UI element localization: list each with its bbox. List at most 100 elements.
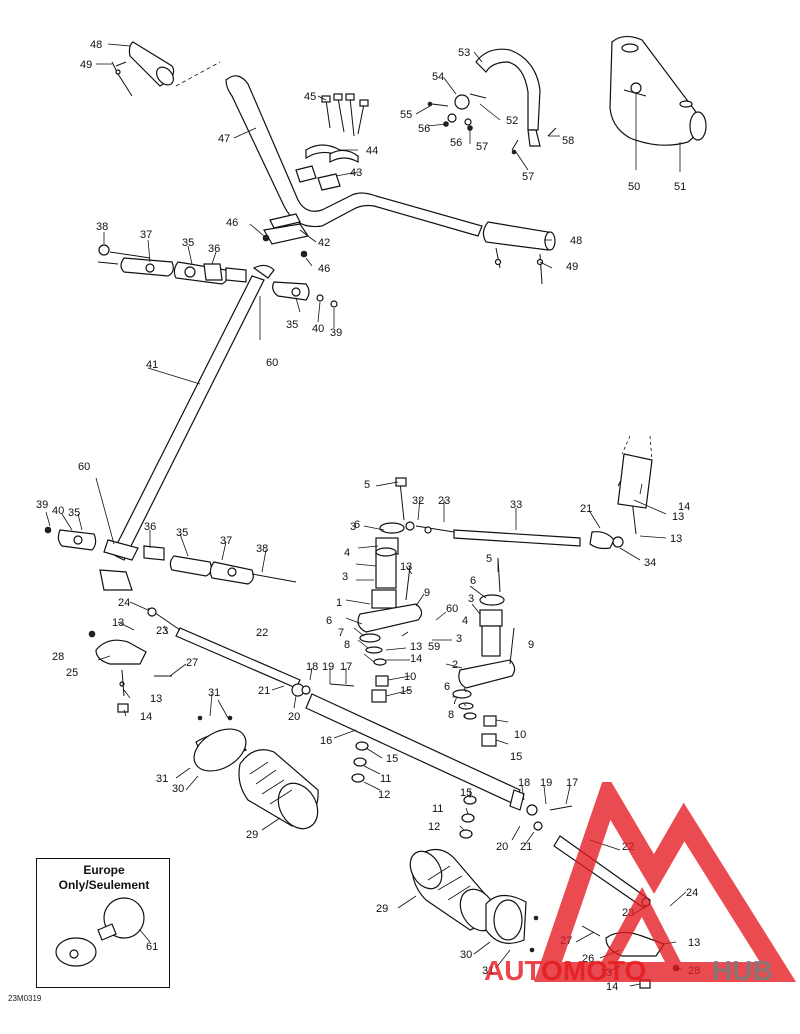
part-number-label-14: 14 [410, 653, 422, 665]
part-number-label-13: 13 [672, 511, 684, 523]
part-number-label-9: 9 [528, 639, 534, 651]
part-number-label-39: 39 [330, 327, 342, 339]
part-number-label-43: 43 [350, 167, 362, 179]
part-number-label-17: 17 [340, 661, 352, 673]
part-number-label-6: 6 [326, 615, 332, 627]
part-number-label-13: 13 [410, 641, 422, 653]
part-number-label-48: 48 [90, 39, 102, 51]
europe-only-inset: Europe Only/Seulement [36, 858, 170, 988]
part-number-label-5: 5 [364, 479, 370, 491]
part-number-label-52: 52 [506, 115, 518, 127]
watermark-text-right: HUB [712, 955, 773, 986]
part-number-label-13: 13 [670, 533, 682, 545]
part-number-label-19: 19 [322, 661, 334, 673]
part-number-label-56: 56 [450, 137, 462, 149]
part-number-label-18: 18 [306, 661, 318, 673]
steering-column [44, 234, 338, 591]
part-number-label-50: 50 [628, 181, 640, 193]
part-number-label-55: 55 [400, 109, 412, 121]
part-number-label-23: 23 [156, 625, 168, 637]
part-number-label-60: 60 [266, 357, 278, 369]
figure-code: 23M0319 [8, 994, 42, 1003]
europe-inset-title: Europe Only/Seulement [37, 863, 171, 893]
part-number-label-53: 53 [458, 47, 470, 59]
tie-rod-upper [405, 435, 653, 550]
part-number-label-28: 28 [52, 651, 64, 663]
part-number-label-38: 38 [256, 543, 268, 555]
part-number-label-13: 13 [112, 617, 124, 629]
part-number-label-36: 36 [208, 243, 220, 255]
part-number-label-36: 36 [144, 521, 156, 533]
part-number-label-8: 8 [344, 639, 350, 651]
handlebar-assembly [111, 41, 556, 285]
part-number-label-35: 35 [68, 507, 80, 519]
part-number-label-23: 23 [438, 495, 450, 507]
part-number-label-37: 37 [220, 535, 232, 547]
part-number-label-44: 44 [366, 145, 378, 157]
part-number-label-20: 20 [496, 841, 508, 853]
part-number-label-29: 29 [246, 829, 258, 841]
drag-link [305, 693, 573, 839]
part-number-label-40: 40 [52, 505, 64, 517]
part-number-label-32: 32 [412, 495, 424, 507]
part-number-label-49: 49 [566, 261, 578, 273]
lever-assembly [427, 48, 557, 155]
part-number-label-4: 4 [344, 547, 350, 559]
part-number-label-11: 11 [432, 803, 443, 815]
part-number-label-30: 30 [460, 949, 472, 961]
part-number-label-12: 12 [378, 789, 390, 801]
part-number-label-42: 42 [318, 237, 330, 249]
part-number-label-4: 4 [462, 615, 468, 627]
part-number-label-46: 46 [226, 217, 238, 229]
part-number-label-47: 47 [218, 133, 230, 145]
part-number-label-15: 15 [400, 685, 412, 697]
part-number-label-14: 14 [140, 711, 152, 723]
part-number-label-34: 34 [644, 557, 656, 569]
part-number-label-27: 27 [186, 657, 198, 669]
part-number-label-6: 6 [444, 681, 450, 693]
part-number-label-12: 12 [428, 821, 440, 833]
automotohub-watermark-logo: AUTOMOTO HUB [484, 782, 797, 986]
part-number-label-13: 13 [688, 937, 700, 949]
part-number-label-22: 22 [256, 627, 268, 639]
part-number-label-41: 41 [146, 359, 158, 371]
part-number-label-3: 3 [456, 633, 462, 645]
part-number-label-16: 16 [320, 735, 332, 747]
part-number-label-56: 56 [418, 123, 430, 135]
part-number-label-6: 6 [470, 575, 476, 587]
part-number-label-31: 31 [482, 965, 494, 977]
part-number-label-2: 2 [452, 659, 458, 671]
part-number-label-14: 14 [678, 501, 690, 513]
part-number-label-3: 3 [468, 593, 474, 605]
part-number-label-7: 7 [452, 695, 458, 707]
part-number-label-31: 31 [208, 687, 220, 699]
part-number-label-3: 3 [342, 571, 348, 583]
part-number-label-24: 24 [686, 887, 698, 899]
part-number-label-29: 29 [376, 903, 388, 915]
europe-title-line2: Only/Seulement [58, 878, 150, 892]
spindle-assembly-right [452, 557, 516, 747]
part-number-label-31: 31 [156, 773, 168, 785]
part-number-label-49: 49 [80, 59, 92, 71]
part-number-label-15: 15 [510, 751, 522, 763]
part-number-label-54: 54 [432, 71, 444, 83]
part-number-label-60: 60 [446, 603, 458, 615]
part-number-label-7: 7 [338, 627, 344, 639]
part-number-label-46: 46 [318, 263, 330, 275]
part-number-label-6: 6 [354, 519, 360, 531]
part-number-label-5: 5 [486, 553, 492, 565]
part-number-label-40: 40 [312, 323, 324, 335]
part-number-label-25: 25 [66, 667, 78, 679]
part-number-label-57: 57 [476, 141, 488, 153]
part-number-label-inset: 61 [146, 941, 158, 953]
part-number-label-10: 10 [404, 671, 416, 683]
watermark-text-left: AUTOMOTO [484, 955, 646, 986]
part-number-label-24: 24 [118, 597, 130, 609]
part-number-label-13: 13 [400, 561, 412, 573]
part-number-label-35: 35 [182, 237, 194, 249]
part-number-label-8: 8 [448, 709, 454, 721]
part-number-label-39: 39 [36, 499, 48, 511]
